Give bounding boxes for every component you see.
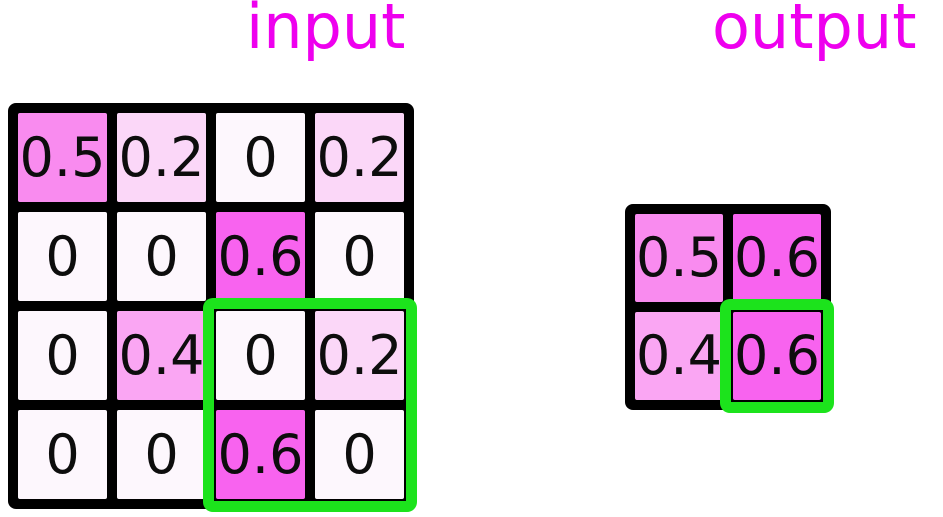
grid-cell-value: 0.4: [635, 312, 723, 400]
grid-cell-value: 0.2: [315, 113, 404, 202]
grid-cell-value: 0: [315, 212, 404, 301]
grid-cell-value: 0.2: [117, 113, 206, 202]
grid-cell-value: 0.6: [733, 214, 821, 302]
grid-cell-value: 0.2: [315, 311, 404, 400]
grid-cell-value: 0: [18, 410, 107, 499]
grid-cell-value: 0: [117, 410, 206, 499]
grid-cell-value: 0.5: [635, 214, 723, 302]
grid-cell-value: 0.4: [117, 311, 206, 400]
grid-cell-value: 0: [117, 212, 206, 301]
input-title: input: [246, 0, 406, 63]
grid-cell-value: 0: [216, 311, 305, 400]
output-title: output: [712, 0, 917, 63]
grid-cell-value: 0.6: [216, 410, 305, 499]
grid-cell-value: 0: [18, 311, 107, 400]
grid-cell-value: 0: [315, 410, 404, 499]
grid-cell-value: 0: [18, 212, 107, 301]
grid-cell-value: 0.6: [216, 212, 305, 301]
grid-cell-value: 0.6: [733, 312, 821, 400]
grid-cell-value: 0.5: [18, 113, 107, 202]
grid-cell-value: 0: [216, 113, 305, 202]
